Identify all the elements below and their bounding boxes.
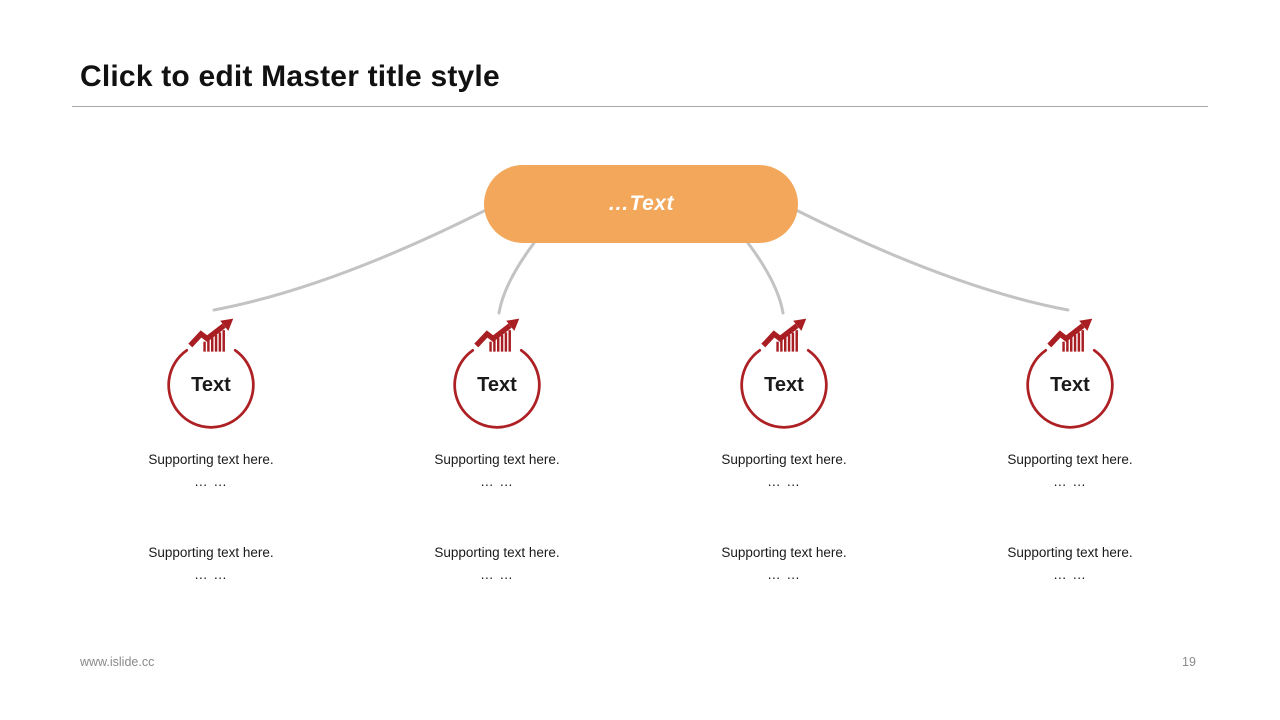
trend-up-chart-icon — [188, 318, 234, 352]
support-text-bottom: Supporting text here. … … — [111, 543, 311, 585]
branch-circle: Text — [451, 339, 543, 431]
branch-label: Text — [1050, 373, 1090, 396]
branch-circle: Text — [165, 339, 257, 431]
support-dots: … … — [1053, 474, 1087, 489]
branch-label: Text — [191, 373, 231, 396]
support-text-top: Supporting text here. … … — [111, 450, 311, 492]
support-dots: … … — [194, 474, 228, 489]
branch-2: Text Supporting text here. … … Supportin… — [397, 315, 597, 605]
support-text-bottom: Supporting text here. … … — [397, 543, 597, 585]
circle-ring — [167, 348, 255, 429]
support-line: Supporting text here. — [1007, 452, 1133, 467]
support-text-top: Supporting text here. … … — [397, 450, 597, 492]
support-dots: … … — [1053, 567, 1087, 582]
branch-circle: Text — [1024, 339, 1116, 431]
branch-1: Text Supporting text here. … … Supportin… — [111, 315, 311, 605]
root-node: …Text — [484, 165, 798, 243]
circle-ring — [1026, 348, 1114, 429]
support-text-top: Supporting text here. … … — [970, 450, 1170, 492]
support-dots: … … — [480, 567, 514, 582]
connector-line-3 — [746, 241, 785, 315]
title-divider — [72, 106, 1208, 107]
root-node-label: …Text — [608, 192, 674, 215]
footer-website: www.islide.cc — [80, 655, 155, 669]
branch-label: Text — [764, 373, 804, 396]
branch-circle: Text — [738, 339, 830, 431]
slide-title: Click to edit Master title style — [80, 60, 500, 93]
support-text-bottom: Supporting text here. … … — [684, 543, 884, 585]
circle-ring — [740, 348, 828, 429]
support-text-top: Supporting text here. … … — [684, 450, 884, 492]
branch-4: Text Supporting text here. … … Supportin… — [970, 315, 1170, 605]
support-line: Supporting text here. — [148, 452, 274, 467]
support-line: Supporting text here. — [148, 545, 274, 560]
support-line: Supporting text here. — [1007, 545, 1133, 560]
support-line: Supporting text here. — [434, 452, 560, 467]
connector-line-1 — [212, 209, 486, 312]
support-dots: … … — [480, 474, 514, 489]
branch-label: Text — [477, 373, 517, 396]
connector-line-2 — [497, 241, 536, 315]
support-dots: … … — [767, 567, 801, 582]
circle-ring — [453, 348, 541, 429]
trend-up-chart-icon — [474, 318, 520, 352]
connector-line-4 — [796, 209, 1070, 312]
support-line: Supporting text here. — [721, 452, 847, 467]
support-line: Supporting text here. — [434, 545, 560, 560]
support-dots: … … — [767, 474, 801, 489]
branch-3: Text Supporting text here. … … Supportin… — [684, 315, 884, 605]
trend-up-chart-icon — [1047, 318, 1093, 352]
support-line: Supporting text here. — [721, 545, 847, 560]
support-text-bottom: Supporting text here. … … — [970, 543, 1170, 585]
support-dots: … … — [194, 567, 228, 582]
page-number: 19 — [1182, 655, 1196, 669]
trend-up-chart-icon — [761, 318, 807, 352]
